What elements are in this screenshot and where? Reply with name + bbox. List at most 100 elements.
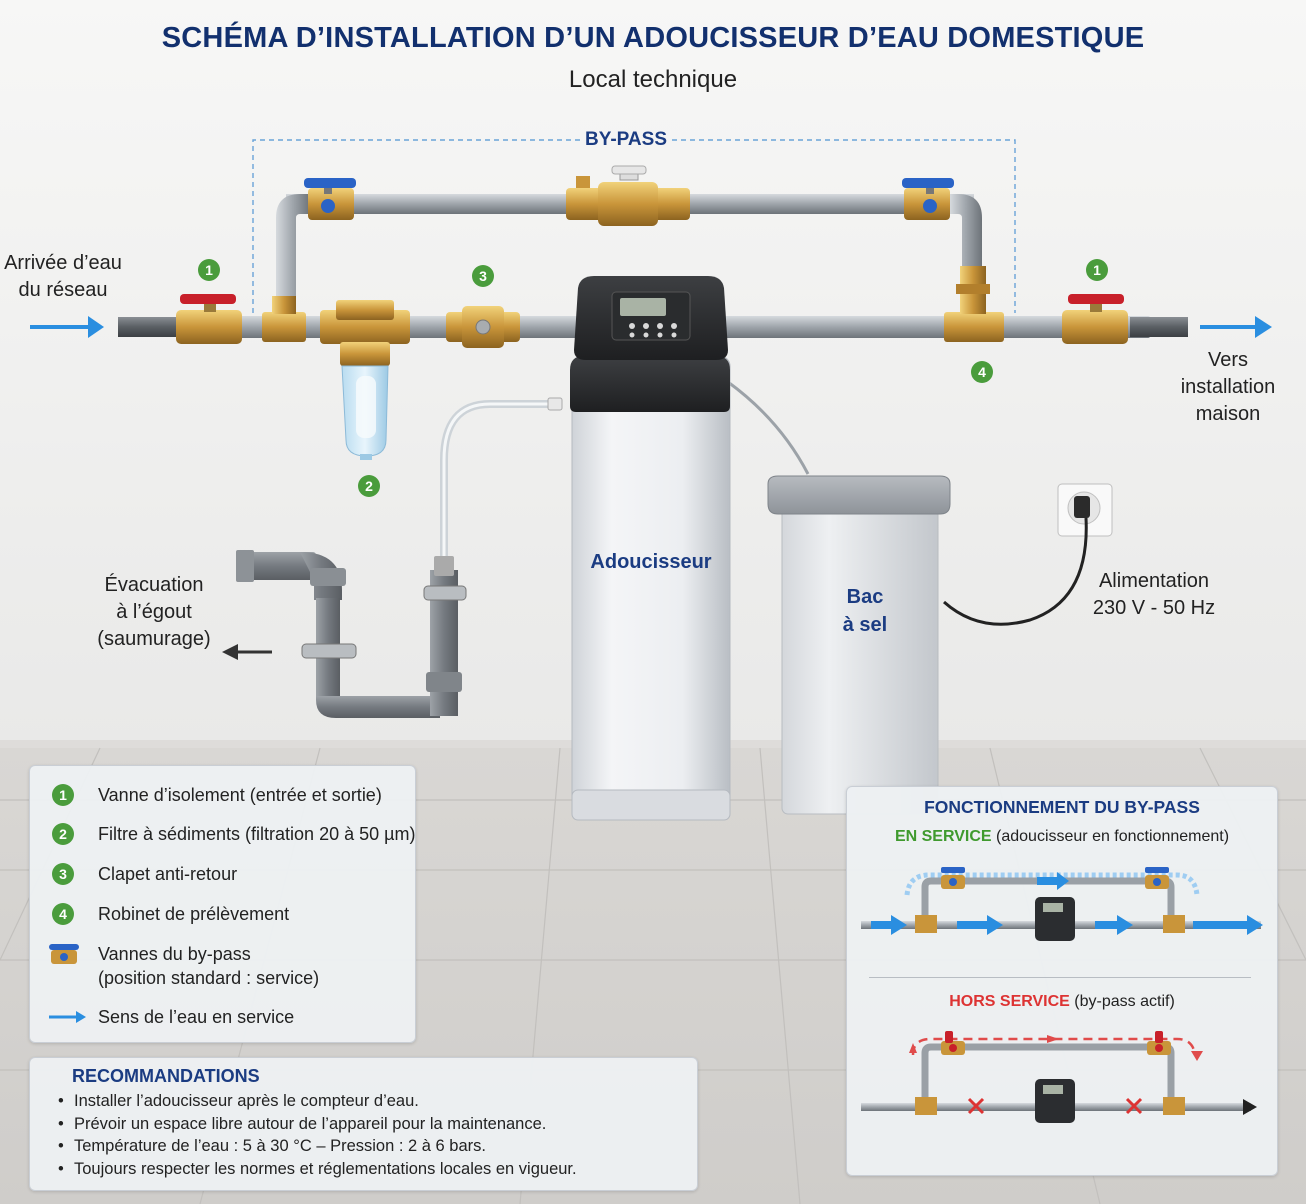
offservice-label: HORS SERVICE <box>949 993 1070 1010</box>
outlet-label-line3: maison <box>1195 403 1261 425</box>
brine-line <box>727 380 810 475</box>
recommendation-item: Installer l’adoucisseur après le compteu… <box>58 1090 577 1113</box>
power-label-line2: 230 V - 50 Hz <box>1092 597 1216 619</box>
outlet-pipe <box>1130 317 1188 337</box>
legend-bypass-line2: (position standard : service) <box>98 968 320 988</box>
inlet-label: Arrivée d’eau du réseau <box>2 250 124 304</box>
salt-tank-label-line1: Bac <box>846 586 884 608</box>
outlet-label-line1: Vers <box>1207 349 1249 371</box>
salt-tank-label-line2: à sel <box>842 614 888 636</box>
badge-sampling-tap: 4 <box>971 361 993 383</box>
service-flow-halo <box>904 872 1200 896</box>
mini-tee-left <box>915 1097 937 1115</box>
recommendations-list: Installer l’adoucisseur après le compteu… <box>58 1090 577 1180</box>
badge-check-valve: 3 <box>472 265 494 287</box>
mini-bypass-valve-closed-icon <box>941 1031 965 1055</box>
inlet-label-line2: du réseau <box>18 279 108 301</box>
tee-left <box>262 296 306 342</box>
recommendations-title: RECOMMANDATIONS <box>72 1066 260 1086</box>
offservice-arrow-icon <box>909 1043 917 1053</box>
recommendations-panel: RECOMMANDATIONS Installer l’adoucisseur … <box>29 1057 698 1191</box>
bypass-service-mini-diagram <box>861 867 1263 941</box>
legend-panel: 1 Vanne d’isolement (entrée et sortie) 2… <box>29 765 416 1043</box>
mini-softener-icon <box>1035 1079 1075 1123</box>
legend-badge: 3 <box>52 863 74 885</box>
legend-badge: 1 <box>52 784 74 806</box>
mini-bypass-valve-icon <box>941 867 965 889</box>
service-flow-arrows <box>871 872 1263 935</box>
legend-flow-text: Sens de l’eau en service <box>98 1007 295 1027</box>
service-caption: EN SERVICE (adoucisseur en fonctionnemen… <box>847 828 1277 846</box>
bypass-function-panel: FONCTIONNEMENT DU BY-PASS EN SERVICE (ad… <box>846 786 1278 1176</box>
tee-right <box>944 266 1004 342</box>
bypass-valve-icon <box>49 944 79 964</box>
drain-label: Évacuation à l’égout (saumurage) <box>90 572 218 653</box>
drain-pipe <box>236 550 467 718</box>
bypass-panel-title: FONCTIONNEMENT DU BY-PASS <box>924 797 1200 817</box>
output-arrow-icon <box>1243 1099 1257 1115</box>
bypass-offservice-mini-diagram <box>861 1031 1257 1123</box>
softener-label: Adoucisseur <box>590 551 712 573</box>
power-cable <box>943 517 1088 626</box>
bypass-label: BY-PASS <box>584 129 667 150</box>
legend-bypass-line1: Vannes du by-pass <box>98 944 251 964</box>
flow-arrow-icon <box>49 1011 86 1023</box>
softener <box>570 276 731 821</box>
mini-tee-left <box>915 915 937 933</box>
legend-text: Vanne d’isolement (entrée et sortie) <box>98 785 382 805</box>
softener-control-panel[interactable] <box>611 291 691 341</box>
recommendation-item: Toujours respecter les normes et régleme… <box>58 1158 577 1181</box>
bypass-valve-left[interactable] <box>304 178 356 220</box>
drain-arrow-icon <box>222 644 238 660</box>
inlet-pipe <box>118 317 190 337</box>
bypass-frame <box>252 139 1016 313</box>
legend-text: Robinet de prélèvement <box>98 904 290 924</box>
badge-filter: 2 <box>358 475 380 497</box>
legend-item-bypass-valves: Vannes du by-pass (position standard : s… <box>30 942 415 990</box>
legend-badge: 4 <box>52 903 74 925</box>
salt-tank <box>767 475 951 815</box>
bypass-valve-right[interactable] <box>902 178 954 220</box>
inlet-label-line1: Arrivée d’eau <box>4 252 122 274</box>
power-label: Alimentation 230 V - 50 Hz <box>1086 568 1222 622</box>
drain-hose-connector <box>547 397 563 411</box>
service-note: (adoucisseur en fonctionnement) <box>996 828 1230 845</box>
drain-label-line3: (saumurage) <box>97 628 211 650</box>
badge-outlet-valve: 1 <box>1086 259 1108 281</box>
blocked-x-icon <box>1125 1097 1143 1115</box>
offservice-note: (by-pass actif) <box>1074 993 1175 1010</box>
bypass-panel-divider <box>869 977 1251 978</box>
drain-label-line1: Évacuation <box>104 574 204 596</box>
power-label-line1: Alimentation <box>1098 570 1210 592</box>
page-title: SCHÉMA D’INSTALLATION D’UN ADOUCISSEUR D… <box>161 22 1145 54</box>
bypass-center-valve[interactable] <box>566 165 690 226</box>
outlet-isolation-valve[interactable] <box>1062 294 1128 344</box>
blocked-x-icon <box>967 1097 985 1115</box>
service-label: EN SERVICE <box>894 828 992 845</box>
mini-bypass-valve-icon <box>1145 867 1169 889</box>
salt-tank-label: Bac à sel <box>820 583 910 639</box>
drain-hose-highlight <box>442 402 556 570</box>
outlet-label-line2: installation <box>1180 376 1276 398</box>
check-valve <box>446 306 520 348</box>
outlet-label: Vers installation maison <box>1172 347 1284 428</box>
legend-badge: 2 <box>52 823 74 845</box>
recommendation-item: Température de l’eau : 5 à 30 °C – Press… <box>58 1135 577 1158</box>
legend-text: Clapet anti-retour <box>98 864 238 884</box>
mini-tee-right <box>1163 915 1185 933</box>
mini-softener-icon <box>1035 897 1075 941</box>
mini-bypass-valve-closed-icon <box>1147 1031 1171 1055</box>
offservice-caption: HORS SERVICE (by-pass actif) <box>847 993 1277 1011</box>
inlet-arrow-icon <box>88 316 104 338</box>
inlet-isolation-valve[interactable] <box>176 294 242 344</box>
offservice-arrow-icon <box>1191 1051 1203 1061</box>
recommendation-item: Prévoir un espace libre autour de l’appa… <box>58 1113 577 1136</box>
offservice-arrow-icon <box>1047 1035 1059 1043</box>
mini-tee-right <box>1163 1097 1185 1115</box>
outlet-arrow-icon <box>1255 316 1272 338</box>
bypass-left-riser <box>276 194 310 300</box>
power-outlet[interactable] <box>1057 483 1113 537</box>
page-subtitle: Local technique <box>568 66 738 93</box>
badge-inlet-valve: 1 <box>198 259 220 281</box>
legend-text: Filtre à sédiments (filtration 20 à 50 µ… <box>98 824 416 844</box>
